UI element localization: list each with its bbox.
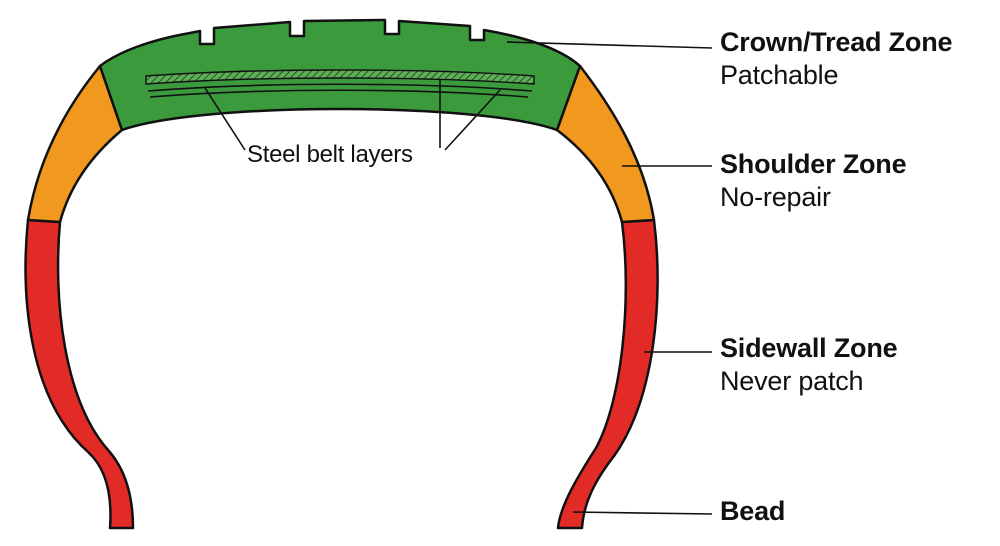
crown-zone-label: Crown/Tread Zone Patchable	[720, 27, 953, 90]
crown-zone-desc: Patchable	[720, 59, 839, 90]
bead-label: Bead	[720, 496, 786, 527]
steel-belt-label: Steel belt layers	[247, 141, 413, 168]
crown-zone-name: Crown/Tread Zone	[720, 27, 953, 57]
sidewall-zone-desc: Never patch	[720, 365, 864, 396]
bead-name: Bead	[720, 496, 786, 526]
belt-callout-line-right	[444, 89, 501, 151]
shoulder-zone-name: Shoulder Zone	[720, 149, 907, 179]
left-sidewall-zone	[24, 218, 135, 530]
right-shoulder-zone	[555, 64, 656, 224]
sidewall-zone-name: Sidewall Zone	[720, 333, 898, 363]
crown-callout-line	[506, 41, 713, 49]
steel-belt-middle-layer	[147, 83, 533, 92]
belt-callout-line-left	[204, 87, 246, 151]
left-shoulder-zone	[26, 64, 124, 224]
shoulder-zone-label: Shoulder Zone No-repair	[720, 149, 907, 212]
steel-belt-bottom-layer	[149, 89, 529, 98]
bead-callout-line	[572, 511, 713, 515]
shoulder-zone-desc: No-repair	[720, 181, 831, 212]
sidewall-zone-label: Sidewall Zone Never patch	[720, 333, 898, 396]
right-sidewall-zone	[556, 218, 659, 530]
steel-belt-top-layer	[145, 69, 535, 85]
